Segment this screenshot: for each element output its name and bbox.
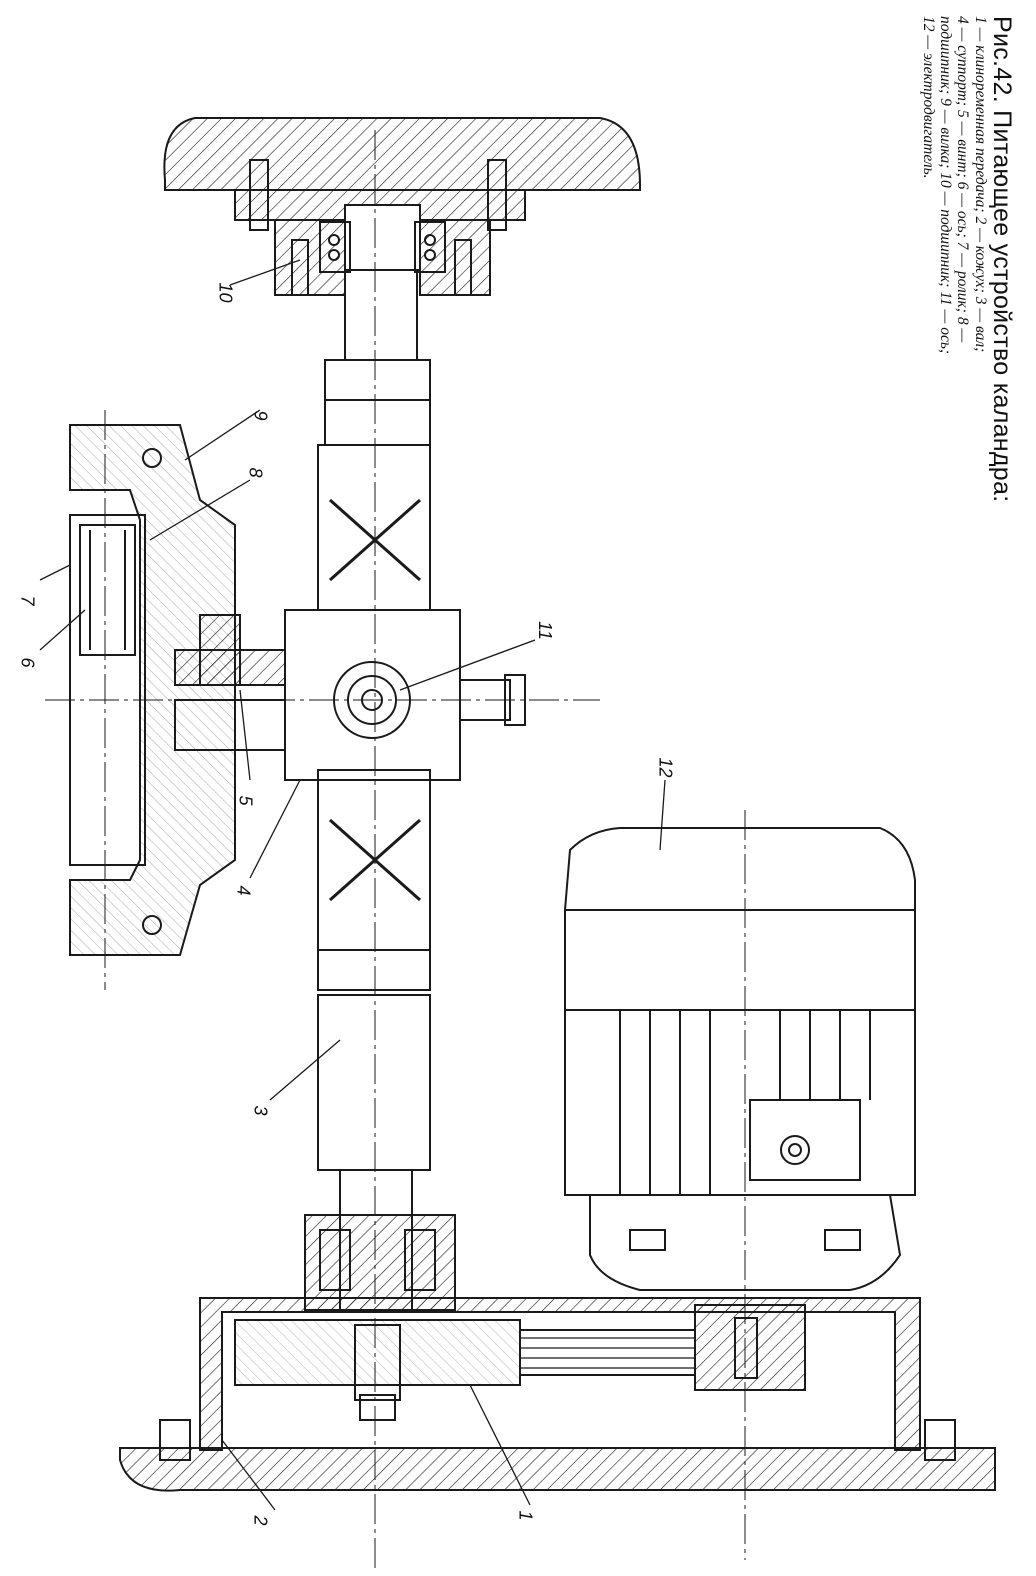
support-block: [284, 609, 526, 781]
part-label-6: 6: [17, 657, 38, 668]
leader-lines: [39, 259, 666, 1511]
electric-motor: [563, 827, 916, 1291]
part-label-11: 11: [534, 621, 555, 640]
part-label-10: 10: [215, 282, 236, 303]
top-bearing-housing: [234, 159, 526, 296]
shaft: [317, 269, 431, 1311]
part-label-12: 12: [655, 757, 676, 778]
fork-roller-assembly: [69, 424, 286, 956]
part-label-3: 3: [250, 1105, 271, 1116]
part-label-1: 1: [515, 1510, 536, 1521]
part-label-2: 2: [250, 1515, 271, 1526]
part-label-5: 5: [235, 795, 256, 806]
part-label-9: 9: [250, 410, 271, 421]
part-label-8: 8: [245, 467, 266, 478]
v-belt-drive: [234, 1304, 806, 1421]
top-frame-section: [163, 117, 641, 191]
part-label-7: 7: [17, 595, 38, 606]
part-label-4: 4: [233, 885, 254, 896]
base-plate-section: [119, 1447, 996, 1492]
